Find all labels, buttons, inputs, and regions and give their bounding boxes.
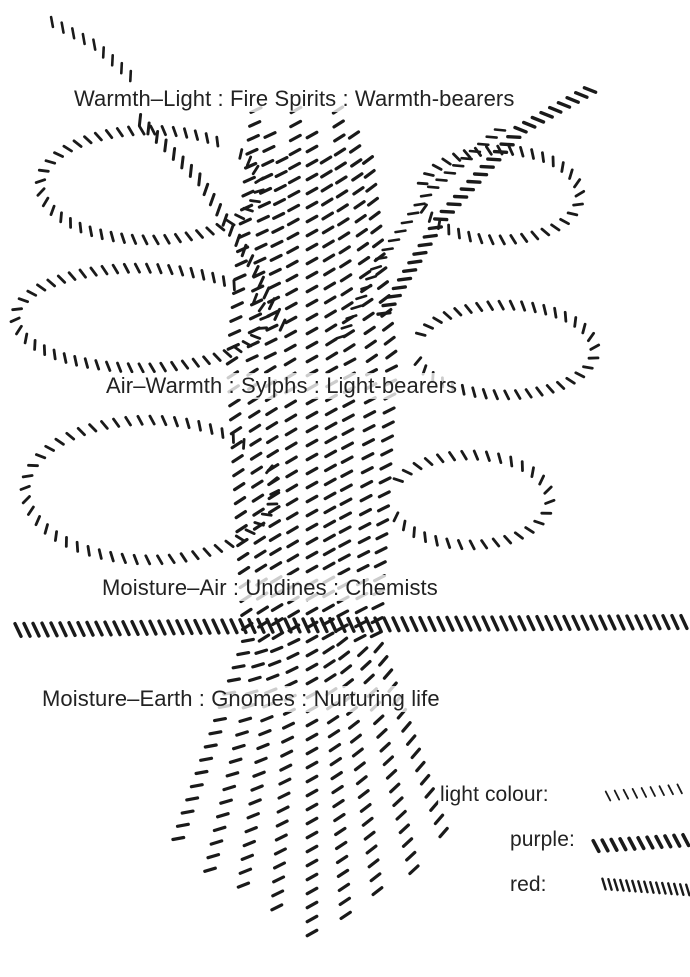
horizontal-band <box>15 616 687 637</box>
legend-swatch-purple <box>593 835 688 852</box>
level-label-moisture-earth: Moisture–Earth : Gnomes : Nurturing life <box>40 686 442 712</box>
loop-right-3 <box>394 451 554 549</box>
legend-label-light-colour: light colour: <box>438 782 551 808</box>
level-label-warmth-light: Warmth–Light : Fire Spirits : Warmth-bea… <box>72 86 516 112</box>
trunk-strand <box>173 108 261 840</box>
legend-swatch-light-colour <box>606 784 682 800</box>
trunk-strand <box>307 132 317 935</box>
level-label-moisture-air: Moisture–Air : Undines : Chemists <box>100 575 440 601</box>
corner-strokes <box>51 17 131 81</box>
legend-label-purple: purple: <box>508 827 577 853</box>
trunk-strand <box>321 157 350 918</box>
loop-left-3 <box>21 416 279 564</box>
loop-left-1 <box>36 126 263 244</box>
branch-upper-left <box>139 115 285 331</box>
level-label-air-warmth: Air–Warmth : Sylphs : Light-bearers <box>104 373 459 399</box>
trunk-strand <box>350 132 419 874</box>
loop-left-2 <box>11 264 269 372</box>
trunk-strand <box>333 107 381 895</box>
legend-swatch-red <box>602 879 689 896</box>
legend-label-red: red: <box>508 872 549 898</box>
branch-upper-right <box>378 88 596 314</box>
